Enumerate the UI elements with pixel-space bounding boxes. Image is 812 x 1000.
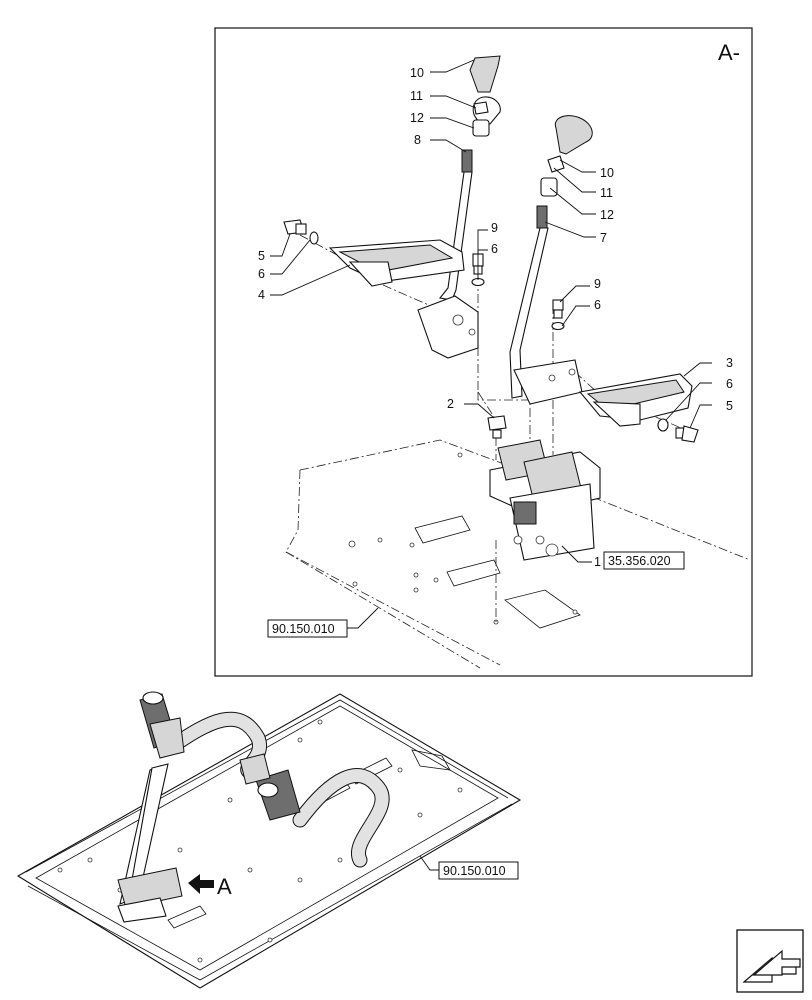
svg-text:A: A <box>217 874 232 899</box>
previous-page-arrow-icon[interactable] <box>736 929 804 993</box>
callout-valve: 1 <box>594 555 601 569</box>
washer-left <box>309 231 319 245</box>
view-arrow: A <box>188 874 232 899</box>
floor-plate-overview <box>16 693 522 989</box>
leader-floor-overview <box>419 855 439 871</box>
ref-box-floor-overview[interactable]: 90.150.010 <box>438 861 519 880</box>
pedal-lever-overview <box>117 763 183 923</box>
callout-screw-right: 5 <box>726 399 733 413</box>
svg-text:35.356.020: 35.356.020 <box>608 554 671 568</box>
washer-mid-low <box>551 321 565 331</box>
pedal-right <box>578 373 693 427</box>
svg-text:90.150.010: 90.150.010 <box>272 622 335 636</box>
callout-bush-left: 12 <box>410 111 424 125</box>
callout-washer-left: 6 <box>258 267 265 281</box>
bolt-mid-low <box>552 299 564 319</box>
callout-pedal-right: 3 <box>726 356 733 370</box>
callout-bolt-bottom: 2 <box>447 397 454 411</box>
callout-knob-left: 10 <box>410 66 424 80</box>
callout-knob-right: 10 <box>600 166 614 180</box>
view-label: A- <box>718 40 740 65</box>
ref-box-valve[interactable]: 35.356.020 <box>603 551 685 570</box>
lever-right <box>509 115 593 405</box>
svg-text:90.150.010: 90.150.010 <box>443 864 506 878</box>
callout-nut-right: 11 <box>600 186 613 200</box>
callout-pedal-left: 4 <box>258 288 265 302</box>
callout-bolt-mid-low: 9 <box>594 277 601 291</box>
callout-washer-mid-top: 6 <box>491 242 498 256</box>
pilot-valve <box>489 439 601 561</box>
washer-right <box>657 418 669 432</box>
callout-washer-mid-low: 6 <box>594 298 601 312</box>
joystick-left-overview <box>139 691 185 759</box>
screw-left <box>283 219 307 235</box>
callout-washer-right: 6 <box>726 377 733 391</box>
screw-right <box>675 425 699 443</box>
callout-bush-right: 12 <box>600 208 614 222</box>
leader-lines <box>270 59 712 629</box>
pedal-left <box>328 239 465 287</box>
joystick-right-overview <box>239 753 301 821</box>
lever-left <box>417 55 501 359</box>
callout-lever-right: 7 <box>600 231 607 245</box>
callout-screw-left: 5 <box>258 249 265 263</box>
callout-bolt-mid-top: 9 <box>491 221 498 235</box>
callout-lever-left: 8 <box>414 133 421 147</box>
callout-nut-left: 11 <box>410 89 423 103</box>
bolt-bottom <box>487 415 507 439</box>
detail-frame <box>214 27 753 677</box>
ref-box-floor-detail[interactable]: 90.150.010 <box>267 619 348 638</box>
